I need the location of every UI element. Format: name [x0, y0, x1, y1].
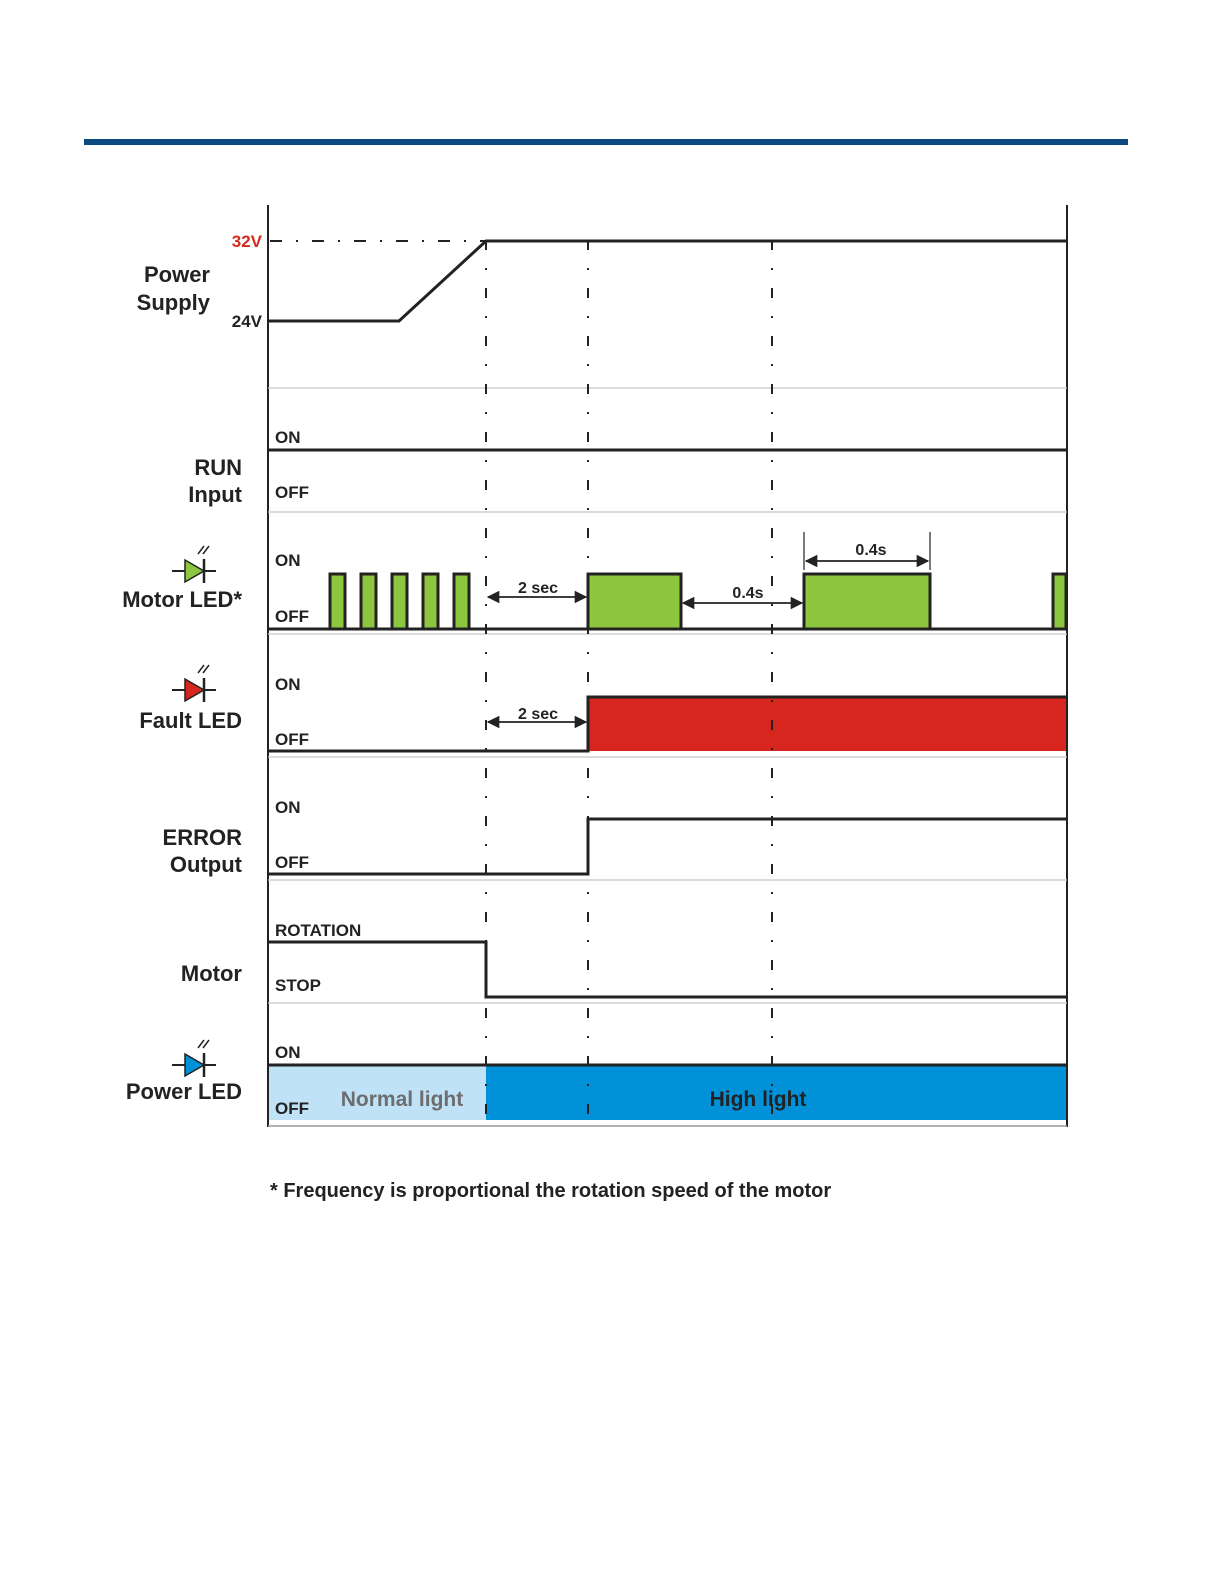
- error-output-trace: [268, 819, 1067, 874]
- motor-led-pulses: [330, 574, 1066, 629]
- voltage-high-label: 32V: [232, 232, 263, 251]
- motor-led-on-label: ON: [275, 551, 301, 570]
- run-input-on-label: ON: [275, 428, 301, 447]
- fault-led-name: Fault LED: [139, 708, 242, 733]
- power-led-off-label: OFF: [275, 1099, 309, 1118]
- fault-led-off-label: OFF: [275, 730, 309, 749]
- error-output-off-label: OFF: [275, 853, 309, 872]
- motor-led-pulse-label: 0.4s: [855, 542, 886, 559]
- power-supply-name-1: Power: [144, 262, 210, 287]
- power-led-on-label: ON: [275, 1043, 301, 1062]
- fault-led-on-area: [588, 697, 1066, 751]
- fault-led-on-label: ON: [275, 675, 301, 694]
- time-markers: [486, 240, 772, 1120]
- green-led-icon: [172, 546, 216, 583]
- power-supply-name-2: Supply: [137, 290, 211, 315]
- run-input-off-label: OFF: [275, 483, 309, 502]
- error-output-name-2: Output: [170, 852, 243, 877]
- run-input-name-2: Input: [188, 482, 242, 507]
- error-output-on-label: ON: [275, 798, 301, 817]
- motor-trace: [268, 942, 1067, 997]
- motor-stop-label: STOP: [275, 976, 321, 995]
- blue-led-icon: [172, 1040, 216, 1077]
- red-led-icon: [172, 665, 216, 702]
- motor-led-off-label: OFF: [275, 607, 309, 626]
- motor-led-name: Motor LED*: [122, 587, 242, 612]
- power-led-name: Power LED: [126, 1079, 242, 1104]
- power-led-high-label: High light: [710, 1088, 807, 1111]
- footnote: * Frequency is proportional the rotation…: [270, 1180, 831, 1203]
- error-output-name-1: ERROR: [163, 825, 243, 850]
- power-led-normal-label: Normal light: [341, 1088, 464, 1111]
- motor-rotation-label: ROTATION: [275, 921, 361, 940]
- motor-led-delay-label: 2 sec: [518, 580, 558, 597]
- power-supply-trace: [268, 241, 1067, 321]
- motor-name: Motor: [181, 961, 243, 986]
- run-input-name-1: RUN: [194, 455, 242, 480]
- voltage-low-label: 24V: [232, 312, 263, 331]
- fault-led-delay-label: 2 sec: [518, 706, 558, 723]
- motor-led-gap-label: 0.4s: [732, 585, 763, 602]
